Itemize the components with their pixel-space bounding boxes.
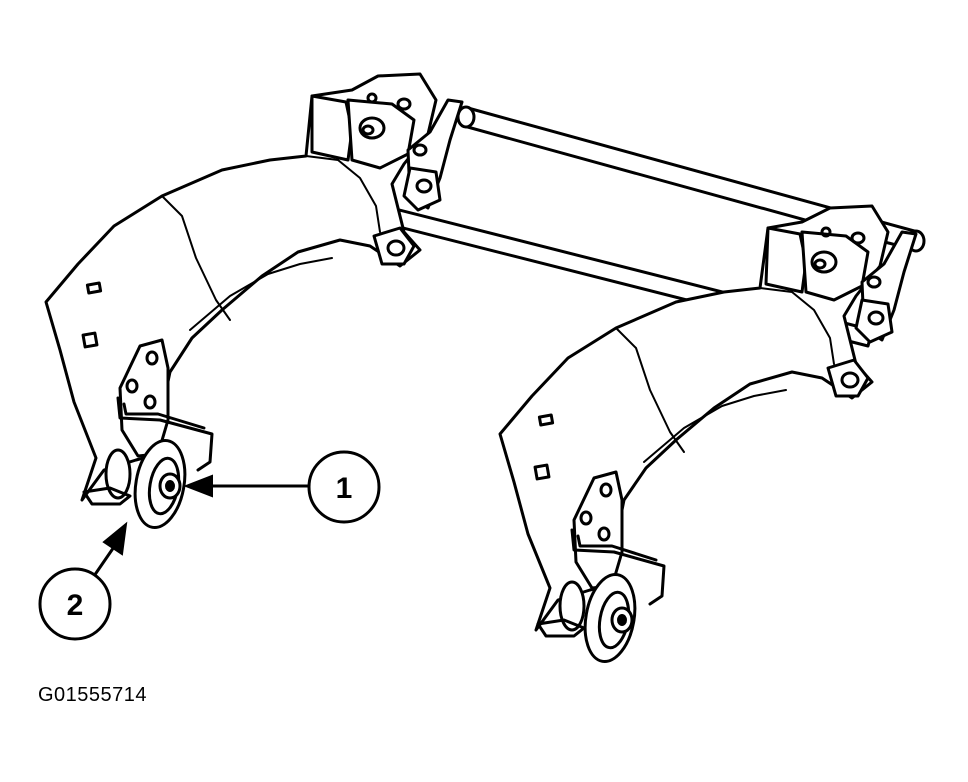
callout-1-number: 1 [336, 472, 353, 505]
callout-1-arrowhead [183, 474, 213, 498]
callout-2-arrowhead [102, 521, 128, 556]
figure-id-label: G01555714 [38, 684, 148, 706]
callout-1: 1 [183, 450, 381, 524]
callout-2-leader [92, 542, 118, 578]
left-leg-assembly [44, 72, 464, 530]
callout-2: 2 [38, 521, 128, 641]
callout-1-circle [307, 450, 381, 524]
right-leg-assembly [498, 204, 918, 664]
callout-2-circle [38, 567, 112, 641]
callout-2-number: 2 [67, 589, 84, 622]
